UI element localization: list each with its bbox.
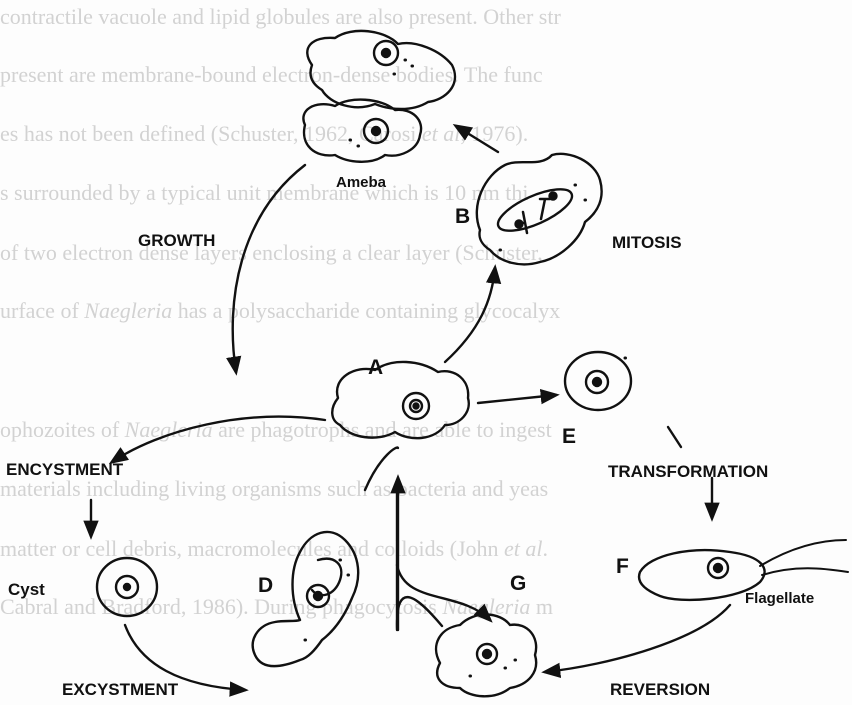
arrow-a-to-encystment — [112, 417, 325, 462]
label-ameba: Ameba — [336, 174, 386, 191]
label-cyst: Cyst — [8, 580, 45, 600]
dividing-cell — [477, 154, 602, 264]
nucleolus — [382, 49, 390, 57]
label-flagellate: Flagellate — [745, 590, 814, 607]
arrow-branch-to-g — [397, 565, 490, 620]
arrow-a-to-e — [478, 395, 556, 403]
label-e: E — [562, 425, 576, 449]
nucleolus — [372, 127, 380, 135]
transformation-tick — [668, 427, 681, 447]
central-ameba-cell — [332, 362, 469, 438]
nucleolus — [483, 650, 491, 658]
arrow-b-to-ameba — [456, 126, 498, 152]
transforming-cell — [565, 352, 631, 410]
label-f: F — [616, 555, 629, 579]
ameba-top-cell — [307, 31, 455, 109]
nucleolus — [414, 404, 419, 409]
label-encystment: ENCYSTMENT — [6, 460, 123, 480]
label-excystment: EXCYSTMENT — [62, 680, 178, 700]
label-g: G — [510, 572, 526, 596]
arrow-d-to-a — [365, 447, 398, 490]
label-b: B — [455, 205, 470, 229]
excysting-cell — [253, 532, 358, 666]
nucleolus — [124, 584, 130, 590]
nucleolus — [593, 378, 601, 386]
label-a: A — [368, 356, 383, 380]
arrow-ameba-to-a — [233, 165, 305, 372]
label-reversion: REVERSION — [610, 680, 710, 700]
arrow-a-to-b — [445, 268, 495, 362]
label-growth: GROWTH — [138, 231, 215, 251]
label-transformation: TRANSFORMATION — [608, 462, 768, 482]
nucleolus — [714, 564, 722, 572]
arrow-f-to-g — [545, 605, 730, 672]
arrow-g-to-a — [397, 485, 442, 630]
label-mitosis: MITOSIS — [612, 233, 682, 253]
label-d: D — [258, 574, 273, 598]
nucleolus — [314, 592, 322, 600]
cyst-cell — [97, 558, 157, 616]
reverting-cell — [436, 614, 536, 696]
flagellate-cell — [639, 540, 848, 600]
ameba-lower-cell — [303, 100, 421, 162]
